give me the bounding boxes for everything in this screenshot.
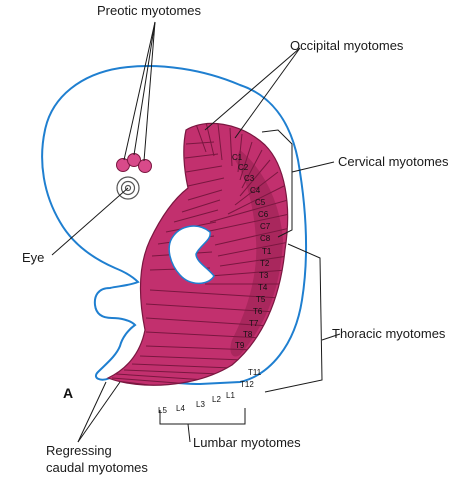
segment-label-t3: T3 bbox=[259, 271, 269, 280]
caudal-myotomes-label-line1: Regressing bbox=[46, 443, 112, 458]
segment-label-t9: T9 bbox=[235, 341, 245, 350]
limb-bud-cutout bbox=[168, 225, 215, 285]
segment-label-c5: C5 bbox=[255, 198, 266, 207]
myotome-stripe bbox=[108, 379, 175, 386]
segment-label-t11: T11 bbox=[248, 368, 262, 377]
segment-label-c2: C2 bbox=[238, 163, 249, 172]
myotome-stripes bbox=[108, 123, 288, 386]
myotome-stripe bbox=[239, 141, 253, 181]
leader-lines bbox=[51, 21, 341, 443]
segment-labels: C1C2C3C4C5C6C7C8T1T2T3T4T5T6T7T8T9T11T12… bbox=[158, 153, 272, 415]
segment-label-t8: T8 bbox=[243, 330, 253, 339]
eye-label: Eye bbox=[22, 250, 44, 265]
segment-label-t7: T7 bbox=[249, 319, 259, 328]
myotome-stripe bbox=[214, 227, 288, 246]
segment-label-t6: T6 bbox=[253, 307, 263, 316]
segment-label-l5: L5 bbox=[158, 406, 167, 415]
segment-label-t12: T12 bbox=[240, 380, 254, 389]
myotome-stripe bbox=[195, 123, 207, 153]
myotome-stripe bbox=[185, 165, 223, 173]
myotome-stripe bbox=[145, 345, 255, 351]
myotome-stripe bbox=[111, 377, 191, 385]
myotome-stripe bbox=[187, 177, 225, 187]
eye-icon bbox=[116, 176, 140, 200]
myotome-stripe bbox=[139, 355, 245, 361]
segment-label-c3: C3 bbox=[244, 174, 255, 183]
segment-label-l4: L4 bbox=[176, 404, 185, 413]
myotome-stripe bbox=[149, 289, 281, 299]
segment-label-l2: L2 bbox=[212, 395, 221, 404]
myotome-shadow-band bbox=[230, 150, 283, 357]
occipital-myotomes-label: Occipital myotomes bbox=[290, 38, 404, 53]
segment-label-c7: C7 bbox=[260, 222, 271, 231]
caudal-myotomes-label-line2: caudal myotomes bbox=[46, 460, 148, 475]
myotome-stripe bbox=[241, 149, 263, 189]
segment-label-c8: C8 bbox=[260, 234, 271, 243]
myotome-stripe bbox=[217, 241, 288, 257]
myotome-stripe bbox=[181, 199, 221, 213]
myotome-stripe bbox=[229, 127, 233, 167]
segment-label-t2: T2 bbox=[260, 259, 270, 268]
segment-label-c1: C1 bbox=[232, 153, 243, 162]
myotome-stripe bbox=[145, 303, 277, 313]
preotic-myotome-cluster bbox=[116, 153, 152, 173]
myotome-stripe bbox=[217, 123, 223, 161]
myotome-stripe bbox=[185, 141, 215, 145]
myotome-stripe bbox=[219, 255, 288, 267]
myotome-stripe bbox=[204, 213, 288, 233]
myotome-stripe bbox=[173, 209, 219, 223]
lumbar-myotomes-label: Lumbar myotomes bbox=[193, 435, 301, 450]
embryo-outline bbox=[41, 65, 308, 386]
thoracic-myotomes-label: Thoracic myotomes bbox=[332, 326, 446, 341]
myotome-stripe bbox=[123, 369, 221, 375]
segment-label-t5: T5 bbox=[256, 295, 266, 304]
cervical-myotomes-label: Cervical myotomes bbox=[338, 154, 449, 169]
preotic-myotomes-label: Preotic myotomes bbox=[97, 3, 202, 18]
segment-label-l3: L3 bbox=[196, 400, 205, 409]
myotome-stripe bbox=[145, 317, 271, 327]
myotome-stripe bbox=[239, 159, 271, 197]
myotome-stripe bbox=[209, 269, 287, 277]
myotome-stripe bbox=[187, 189, 223, 201]
segment-label-c6: C6 bbox=[258, 210, 269, 219]
myotome-stripe bbox=[184, 153, 219, 159]
segment-label-t4: T4 bbox=[258, 283, 268, 292]
segment-label-c4: C4 bbox=[250, 186, 261, 195]
myotome-stripe bbox=[209, 199, 288, 223]
myotome-stripe bbox=[227, 185, 285, 215]
myotome-stripe bbox=[234, 171, 279, 206]
myotome-stripe bbox=[115, 373, 207, 381]
myotome-column bbox=[106, 122, 289, 386]
segment-label-l1: L1 bbox=[226, 391, 235, 400]
panel-letter: A bbox=[63, 385, 73, 401]
myotome-stripe bbox=[131, 363, 233, 369]
segment-label-t1: T1 bbox=[262, 247, 272, 256]
myotome-stripe bbox=[237, 133, 243, 173]
myotome-stripe bbox=[145, 331, 263, 339]
